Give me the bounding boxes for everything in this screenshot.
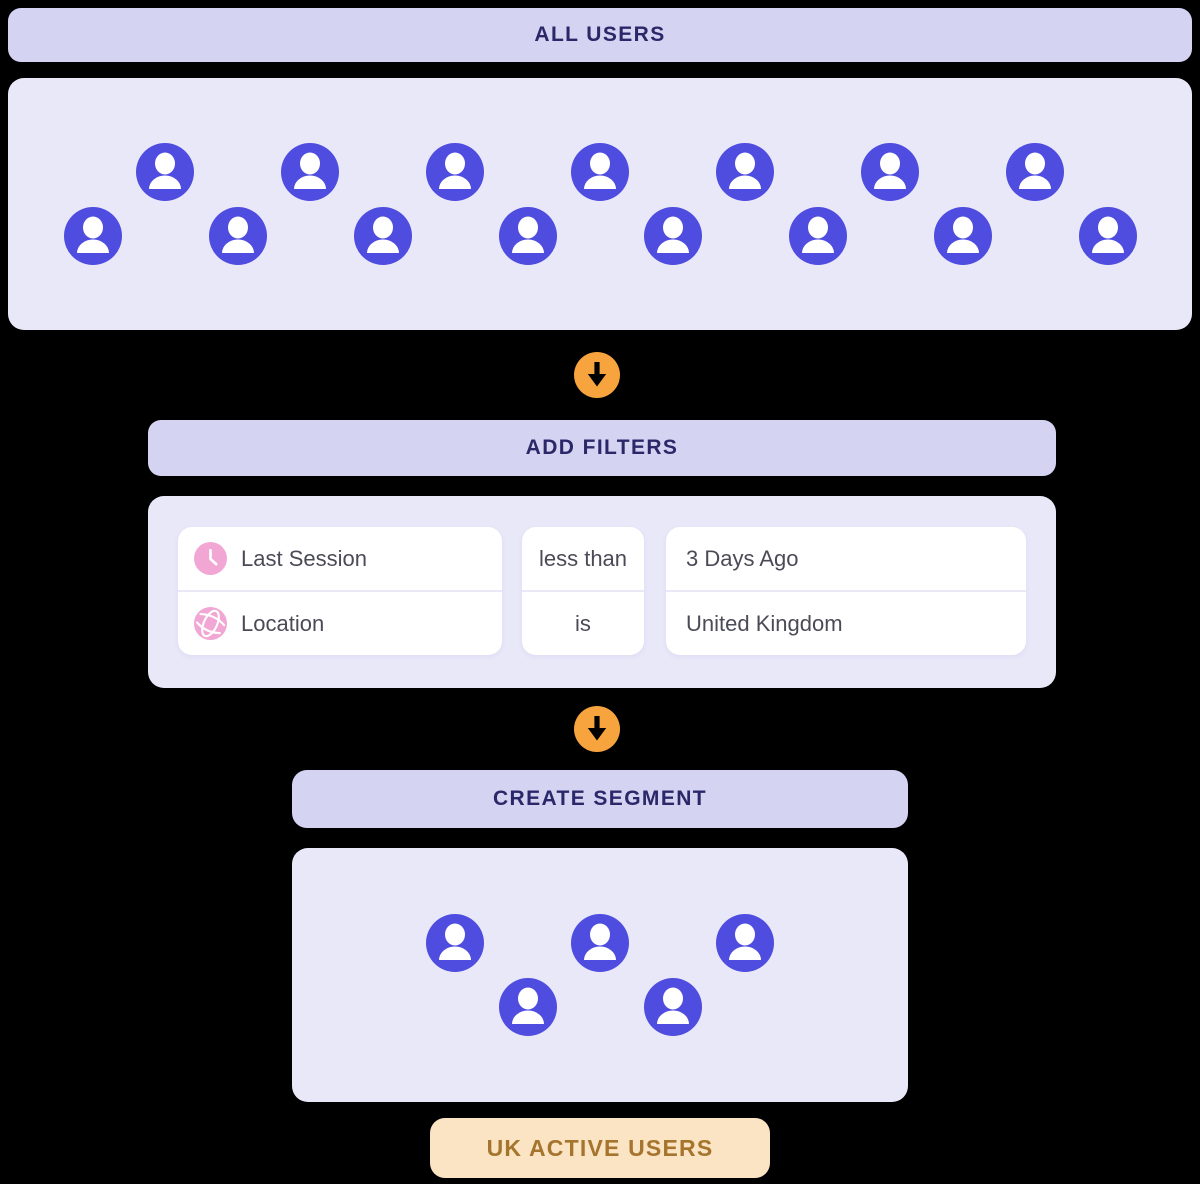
- user-avatar-icon: [426, 914, 484, 972]
- user-avatar-icon: [643, 978, 702, 1036]
- filter-operators-card: less than is: [522, 527, 644, 655]
- user-avatar-icon: [1006, 143, 1064, 201]
- arrow-down-icon: [574, 706, 620, 752]
- clock-icon: [194, 542, 227, 575]
- user-avatar-icon: [281, 143, 339, 201]
- user-avatar-icon: [861, 143, 919, 201]
- divider: [178, 590, 502, 592]
- user-avatar-icon: [1078, 207, 1137, 265]
- user-avatar-icon: [353, 207, 412, 265]
- segment-icon-row-bottom: [498, 978, 702, 1036]
- user-avatar-icon: [426, 143, 484, 201]
- filter-field-row: Last Session: [178, 527, 502, 590]
- filter-value: United Kingdom: [686, 610, 843, 636]
- divider: [522, 590, 644, 592]
- user-avatar-icon: [643, 207, 702, 265]
- arrow-down-icon: [574, 352, 620, 398]
- segment-panel: [292, 848, 908, 1102]
- user-avatar-icon: [933, 207, 992, 265]
- user-icon-row-bottom: [63, 207, 1137, 265]
- filters-panel: Last Session Location l: [148, 496, 1056, 688]
- user-avatar-icon: [716, 914, 774, 972]
- all-users-panel: [8, 78, 1192, 330]
- create-segment-header: CREATE SEGMENT: [292, 770, 908, 828]
- filter-field-label: Last Session: [241, 545, 367, 571]
- all-users-title: ALL USERS: [534, 23, 666, 46]
- user-icon-row-top: [136, 143, 1064, 201]
- user-avatar-icon: [63, 207, 122, 265]
- user-avatar-icon: [208, 207, 267, 265]
- user-avatar-icon: [498, 978, 557, 1036]
- user-avatar-icon: [788, 207, 847, 265]
- divider: [666, 590, 1026, 592]
- filter-operator: less than: [538, 545, 628, 571]
- user-avatar-icon: [571, 914, 629, 972]
- globe-icon: [194, 607, 227, 640]
- add-filters-title: ADD FILTERS: [525, 436, 679, 459]
- all-users-header: ALL USERS: [8, 8, 1192, 62]
- user-avatar-icon: [136, 143, 194, 201]
- filter-field-label: Location: [241, 610, 325, 636]
- user-avatar-icon: [498, 207, 557, 265]
- filter-fields-card: Last Session Location: [178, 527, 502, 655]
- user-avatar-icon: [716, 143, 774, 201]
- filter-value: 3 Days Ago: [686, 545, 799, 571]
- user-avatar-icon: [571, 143, 629, 201]
- filter-field-row: Location: [178, 592, 502, 655]
- add-filters-header: ADD FILTERS: [148, 420, 1056, 476]
- filter-values-card: 3 Days Ago United Kingdom: [666, 527, 1026, 655]
- result-label-bar: UK ACTIVE USERS: [430, 1118, 770, 1178]
- segment-icon-row-top: [426, 914, 774, 972]
- create-segment-title: CREATE SEGMENT: [492, 787, 708, 810]
- result-label: UK ACTIVE USERS: [486, 1134, 714, 1161]
- filter-operator: is: [575, 610, 591, 636]
